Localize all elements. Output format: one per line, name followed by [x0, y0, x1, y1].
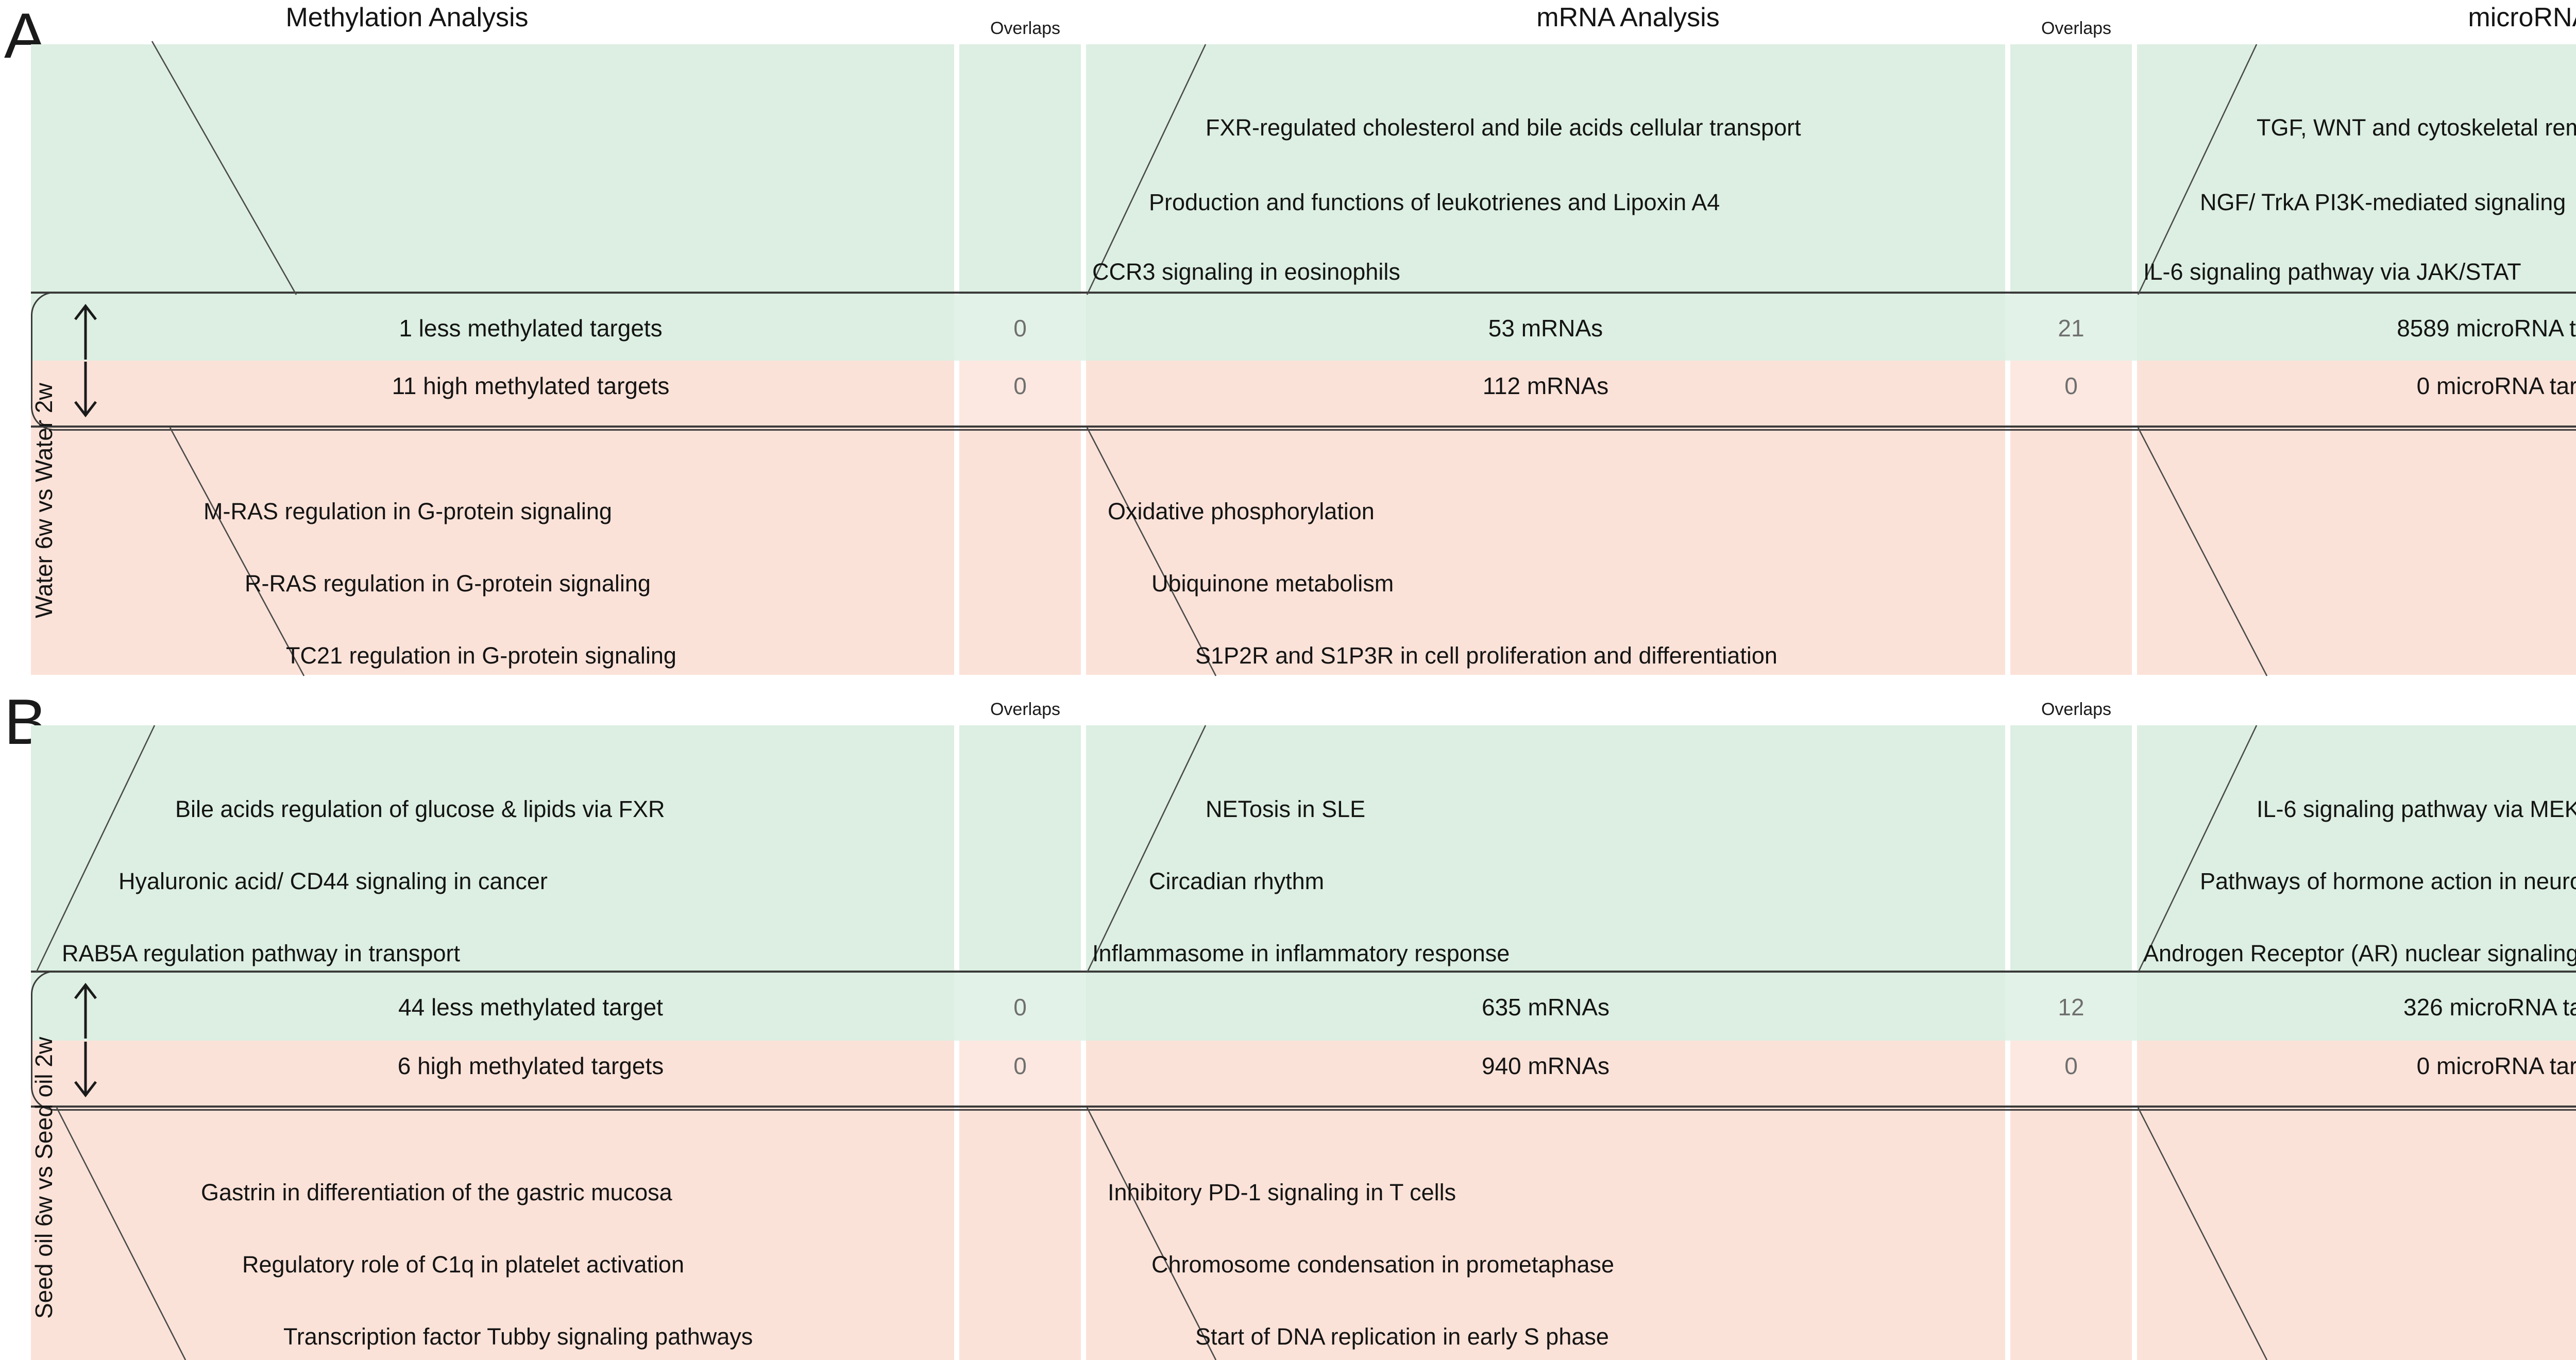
panel-b-up-band — [31, 725, 2576, 973]
gutter-b-top-3 — [2005, 725, 2010, 973]
panel-a-up-pathway-mrna-2: Production and functions of leukotrienes… — [1149, 189, 1720, 215]
gutter-a-top-4 — [2132, 44, 2137, 294]
panel-a-top-diagonals — [151, 41, 2258, 295]
panel-a-down-pathway-methylation-1: M-RAS regulation in G-protein signaling — [204, 498, 612, 524]
gutter-b-top-1 — [954, 725, 959, 973]
panel-b-down-overlap-2: 0 — [2064, 1052, 2078, 1079]
panel-a-rule-bottom — [31, 426, 2576, 428]
panel-a-up-pathway-microrna-1: TGF, WNT and cytoskeletal remodeling — [2257, 114, 2576, 141]
panel-a-down-pathway-mrna-3: S1P2R and S1P3R in cell proliferation an… — [1195, 642, 1777, 669]
panel-b-down-pathway-mrna-3: Start of DNA replication in early S phas… — [1195, 1323, 1609, 1350]
panel-b-down-pathway-mrna-2: Chromosome condensation in prometaphase — [1151, 1251, 1615, 1278]
panel-b-overlap-strip-2 — [2005, 973, 2137, 1108]
panel-b-down-methylation: 6 high methylated targets — [397, 1052, 664, 1079]
panel-a-up-pathway-mrna-1: FXR-regulated cholesterol and bile acids… — [1206, 114, 1801, 141]
panel-b-down-microrna: 0 microRNA targets — [2416, 1052, 2576, 1079]
panel-b-down-pathway-methylation-2: Regulatory role of C1q in platelet activ… — [242, 1251, 684, 1278]
gutter-a-bot-2 — [1081, 361, 1086, 675]
gutter-b-top-2 — [1081, 725, 1086, 973]
gutter-b-bot-2 — [1081, 1041, 1086, 1360]
gutter-a-bot-1 — [954, 361, 959, 675]
column-header-methylation: Methylation Analysis — [285, 3, 529, 32]
panel-a-down-pathway-methylation-2: R-RAS regulation in G-protein signaling — [245, 570, 651, 597]
panel-b-up-pathway-methylation-3: RAB5A regulation pathway in transport — [62, 940, 460, 966]
panel-b-bottom-diagonals — [56, 1107, 2268, 1360]
panel-b-up-methylation: 44 less methylated target — [398, 994, 663, 1021]
panel-b-up-microrna: 326 microRNA targets — [2403, 994, 2576, 1021]
panel-b-up-overlap-1: 0 — [1013, 994, 1027, 1021]
gutter-a-bot-4 — [2132, 361, 2137, 675]
overlap-caption-b2: Overlaps — [2041, 700, 2112, 719]
panel-b-top-diagonals — [35, 725, 2258, 973]
panel-a-down-pathway-mrna-1: Oxidative phosphorylation — [1108, 498, 1375, 524]
panel-a-up-arrow-left — [71, 303, 100, 361]
gutter-a-top-1 — [954, 44, 959, 294]
gutter-b-bot-3 — [2005, 1041, 2010, 1360]
panel-a-up-microrna: 8589 microRNA targets — [2397, 315, 2576, 342]
column-header-microrna: microRNA Analysis — [2468, 3, 2576, 32]
panel-b-up-mrna: 635 mRNAs — [1482, 994, 1609, 1021]
panel-a-up-mrna: 53 mRNAs — [1488, 315, 1603, 342]
panel-a-up-band — [31, 44, 2576, 294]
column-header-mrna: mRNA Analysis — [1536, 3, 1720, 32]
panel-a-row-label: Water 6w vs Water 2w — [30, 383, 57, 618]
panel-a-row-up-bg — [31, 294, 2576, 361]
panel-b-up-pathway-microrna-2: Pathways of hormone action in neurofibro… — [2200, 868, 2576, 894]
panel-b-up-arrow-left — [71, 982, 100, 1040]
panel-a: A Overlaps Overlaps — [4, 4, 2576, 676]
panel-b-down-overlap-1: 0 — [1013, 1052, 1027, 1079]
panel-a-up-overlap-1: 0 — [1013, 315, 1027, 342]
panel-b-up-pathway-microrna-1: IL-6 signaling pathway via MEK/ERK & PI3… — [2257, 796, 2576, 822]
panel-b-down-pathway-methylation-1: Gastrin in differentiation of the gastri… — [201, 1179, 672, 1205]
panel-b-up-pathway-microrna-3: Androgen Receptor (AR) nuclear signaling — [2143, 940, 2576, 966]
panel-a-overlap-strip-1 — [954, 294, 1086, 427]
gutter-a-top-2 — [1081, 44, 1086, 294]
panel-a-down-band — [31, 361, 2576, 675]
panel-a-down-pathway-mrna-2: Ubiquinone metabolism — [1151, 570, 1394, 597]
panel-a-down-pathway-methylation-3: TC21 regulation in G-protein signaling — [286, 642, 676, 669]
panel-a-bottom-diagonals — [169, 427, 2268, 676]
panel-b-down-mrna: 940 mRNAs — [1482, 1052, 1609, 1079]
panel-b-rule-bottom — [31, 1106, 2576, 1108]
panel-a-down-microrna: 0 microRNA targets — [2416, 372, 2576, 399]
panel-b-row-up-bg — [31, 973, 2576, 1041]
panel-b-up-pathway-mrna-2: Circadian rhythm — [1149, 868, 1325, 894]
gutter-b-top-4 — [2132, 725, 2137, 973]
panel-b-up-pathway-methylation-1: Bile acids regulation of glucose & lipid… — [175, 796, 665, 822]
gutter-b-bot-4 — [2132, 1041, 2137, 1360]
overlap-caption-a2: Overlaps — [2041, 19, 2112, 38]
gutter-a-top-3 — [2005, 44, 2010, 294]
panel-a-up-methylation: 1 less methylated targets — [399, 315, 663, 342]
panel-b-overlap-strip-1 — [954, 973, 1086, 1108]
overlap-caption-a1: Overlaps — [990, 19, 1061, 38]
panel-b-down-pathway-mrna-1: Inhibitory PD-1 signaling in T cells — [1108, 1179, 1456, 1205]
gutter-b-bot-1 — [954, 1041, 959, 1360]
panel-b-up-overlap-2: 12 — [2058, 994, 2084, 1021]
panel-b-down-pathway-methylation-3: Transcription factor Tubby signaling pat… — [283, 1323, 753, 1350]
panel-a-up-pathway-microrna-3: IL-6 signaling pathway via JAK/STAT — [2143, 259, 2521, 285]
panel-a-down-overlap-1: 0 — [1013, 372, 1027, 399]
panel-a-up-pathway-microrna-2: NGF/ TrkA PI3K-mediated signaling — [2200, 189, 2566, 215]
panel-b-down-band — [31, 1041, 2576, 1360]
panel-a-down-methylation: 11 high methylated targets — [392, 372, 670, 399]
panel-b-up-pathway-methylation-2: Hyaluronic acid/ CD44 signaling in cance… — [118, 868, 548, 894]
panel-b-up-pathway-mrna-1: NETosis in SLE — [1206, 796, 1366, 822]
panel-a-down-mrna: 112 mRNAs — [1482, 372, 1609, 399]
panel-a-up-overlap-2: 21 — [2058, 315, 2084, 342]
panel-b: B Overlaps Overlaps — [0, 685, 2576, 1360]
panel-a-down-arrow-left — [71, 361, 100, 418]
panel-a-down-overlap-2: 0 — [2064, 372, 2078, 399]
panel-a-up-pathway-mrna-3: CCR3 signaling in eosinophils — [1092, 259, 1400, 285]
panel-b-row-label: Seed oil 6w vs Seed oil 2w — [30, 1036, 57, 1319]
panel-b-up-pathway-mrna-3: Inflammasome in inflammatory response — [1092, 940, 1510, 966]
gutter-a-bot-3 — [2005, 361, 2010, 675]
overlap-caption-b1: Overlaps — [990, 700, 1061, 719]
panel-a-overlap-strip-2 — [2005, 294, 2137, 427]
panel-b-down-arrow-left — [71, 1041, 100, 1098]
